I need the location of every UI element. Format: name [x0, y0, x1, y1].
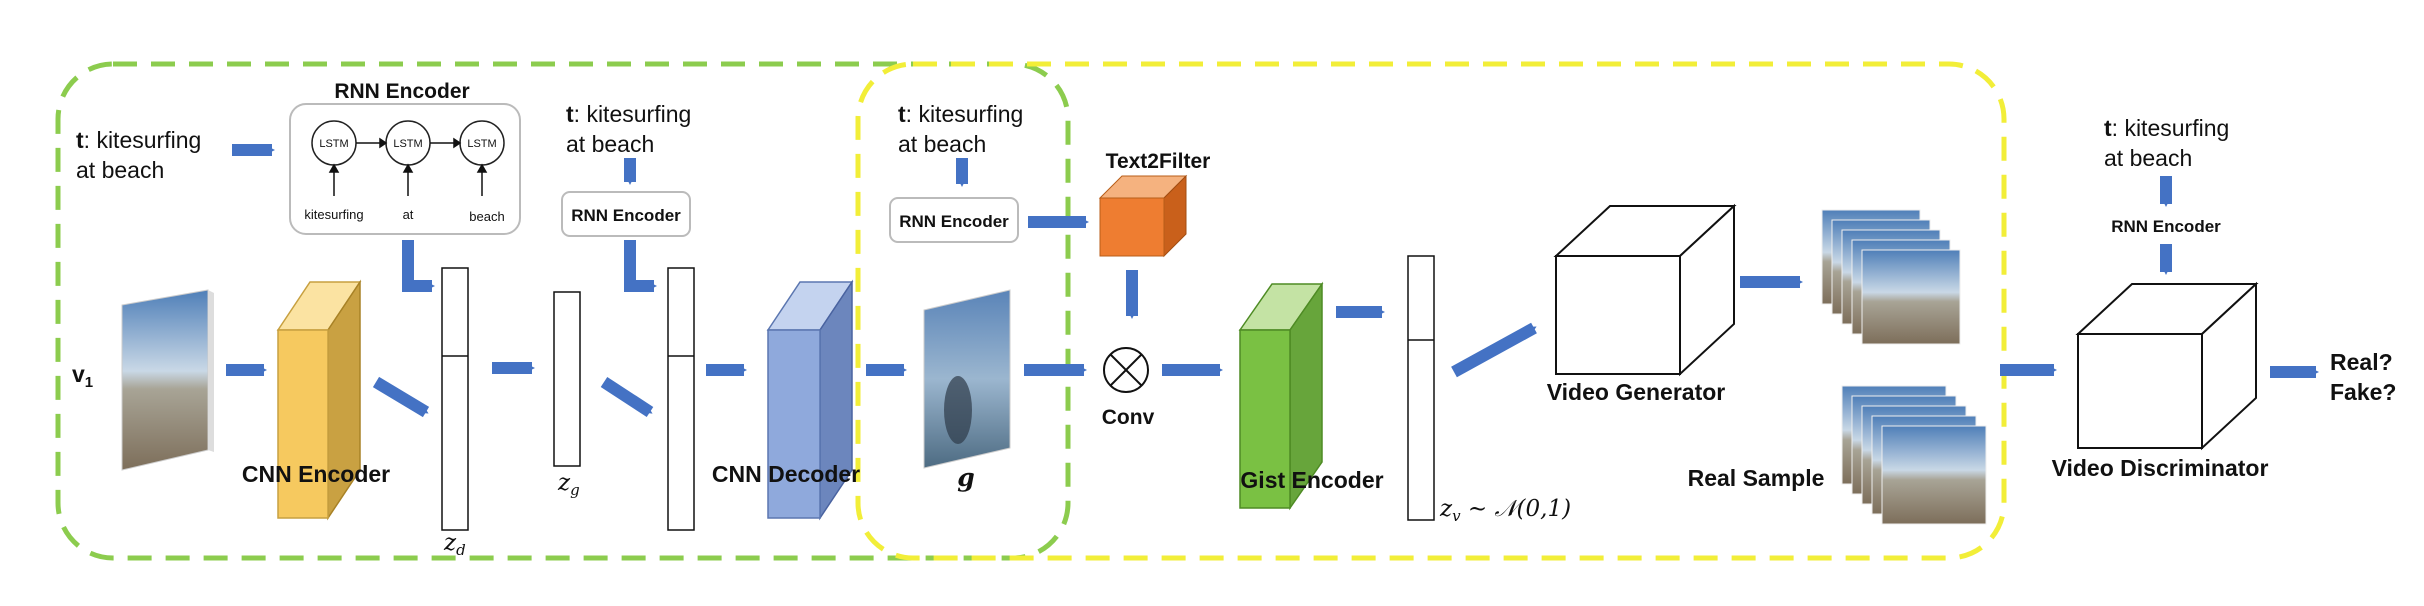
cnn-encoder-block	[276, 279, 362, 521]
v1-label: v1	[72, 361, 93, 391]
generated-video-frames	[1821, 209, 1961, 345]
arrow-rnn-to-concat	[624, 240, 657, 292]
output-fake-label: Fake?	[2330, 379, 2396, 405]
text-input-text2filter-line2: at beach	[898, 131, 986, 157]
lstm-input-word-3: beach	[469, 209, 504, 224]
svg-text:LSTM: LSTM	[319, 138, 348, 150]
rnn-encoder-t2f-label: RNN Encoder	[899, 212, 1009, 231]
rnn-encoder-middle-label: RNN Encoder	[571, 206, 681, 225]
text-input-left: t: kitesurfing	[76, 127, 201, 153]
input-frame-v1	[121, 289, 214, 471]
yellow-dashed-region	[855, 61, 2007, 561]
zv-label: zv ∼ 𝒩(0,1)	[1439, 496, 1571, 525]
arrow-zv-to-generator	[1451, 322, 1537, 378]
rnn-encoder-title: RNN Encoder	[334, 80, 469, 103]
video-generator-block	[1553, 203, 1737, 377]
lstm-cell-2: LSTM	[385, 120, 431, 166]
zg-label: zg	[557, 470, 580, 499]
video-generator-label: Video Generator	[1547, 379, 1726, 405]
arrow-zg-to-concat	[600, 376, 654, 418]
gist-encoder-block	[1238, 281, 1324, 511]
rnn-encoder-middle-box	[561, 191, 691, 237]
cnn-encoder-label: CNN Encoder	[242, 461, 390, 487]
zg-vector	[553, 291, 581, 467]
cnn-decoder-label: CNN Decoder	[712, 461, 860, 487]
real-sample-frames	[1841, 385, 1987, 525]
gist-g-label: g	[957, 463, 974, 492]
video-discriminator-block	[2075, 281, 2259, 451]
zd-label: zd	[443, 530, 466, 559]
conv-operator	[1103, 347, 1149, 393]
text2filter-label: Text2Filter	[1106, 150, 1211, 173]
zd-vector	[441, 267, 469, 531]
lstm-cell-1: LSTM	[311, 120, 357, 166]
arrow-cnn-to-zd	[372, 376, 430, 418]
text2filter-block	[1098, 174, 1188, 258]
svg-text:LSTM: LSTM	[467, 138, 496, 150]
video-discriminator-label: Video Discriminator	[2052, 455, 2269, 481]
green-dashed-region	[55, 61, 1071, 561]
gist-image	[923, 289, 1011, 469]
text-input-text2filter: t: kitesurfing	[898, 101, 1023, 127]
zv-vector	[1407, 255, 1435, 521]
text-input-middle-line2: at beach	[566, 131, 654, 157]
text-input-middle: t: kitesurfing	[566, 101, 691, 127]
lstm-cell-3: LSTM	[459, 120, 505, 166]
arrow-rnn-to-zd	[402, 240, 435, 292]
lstm-input-word-1: kitesurfing	[304, 207, 363, 222]
gist-encoder-label: Gist Encoder	[1240, 467, 1383, 493]
cnn-decoder-block	[766, 279, 854, 521]
conv-label: Conv	[1102, 406, 1155, 429]
text-input-left-line2: at beach	[76, 157, 164, 183]
text-input-discriminator-line2: at beach	[2104, 145, 2192, 171]
rnn-encoder-disc-label: RNN Encoder	[2111, 217, 2221, 236]
text-input-discriminator: t: kitesurfing	[2104, 115, 2229, 141]
concat-vector	[667, 267, 695, 531]
output-real-label: Real?	[2330, 349, 2393, 375]
rnn-encoder-t2f-box	[889, 197, 1019, 243]
real-sample-label: Real Sample	[1688, 465, 1825, 491]
svg-text:LSTM: LSTM	[393, 138, 422, 150]
lstm-input-word-2: at	[403, 207, 414, 222]
